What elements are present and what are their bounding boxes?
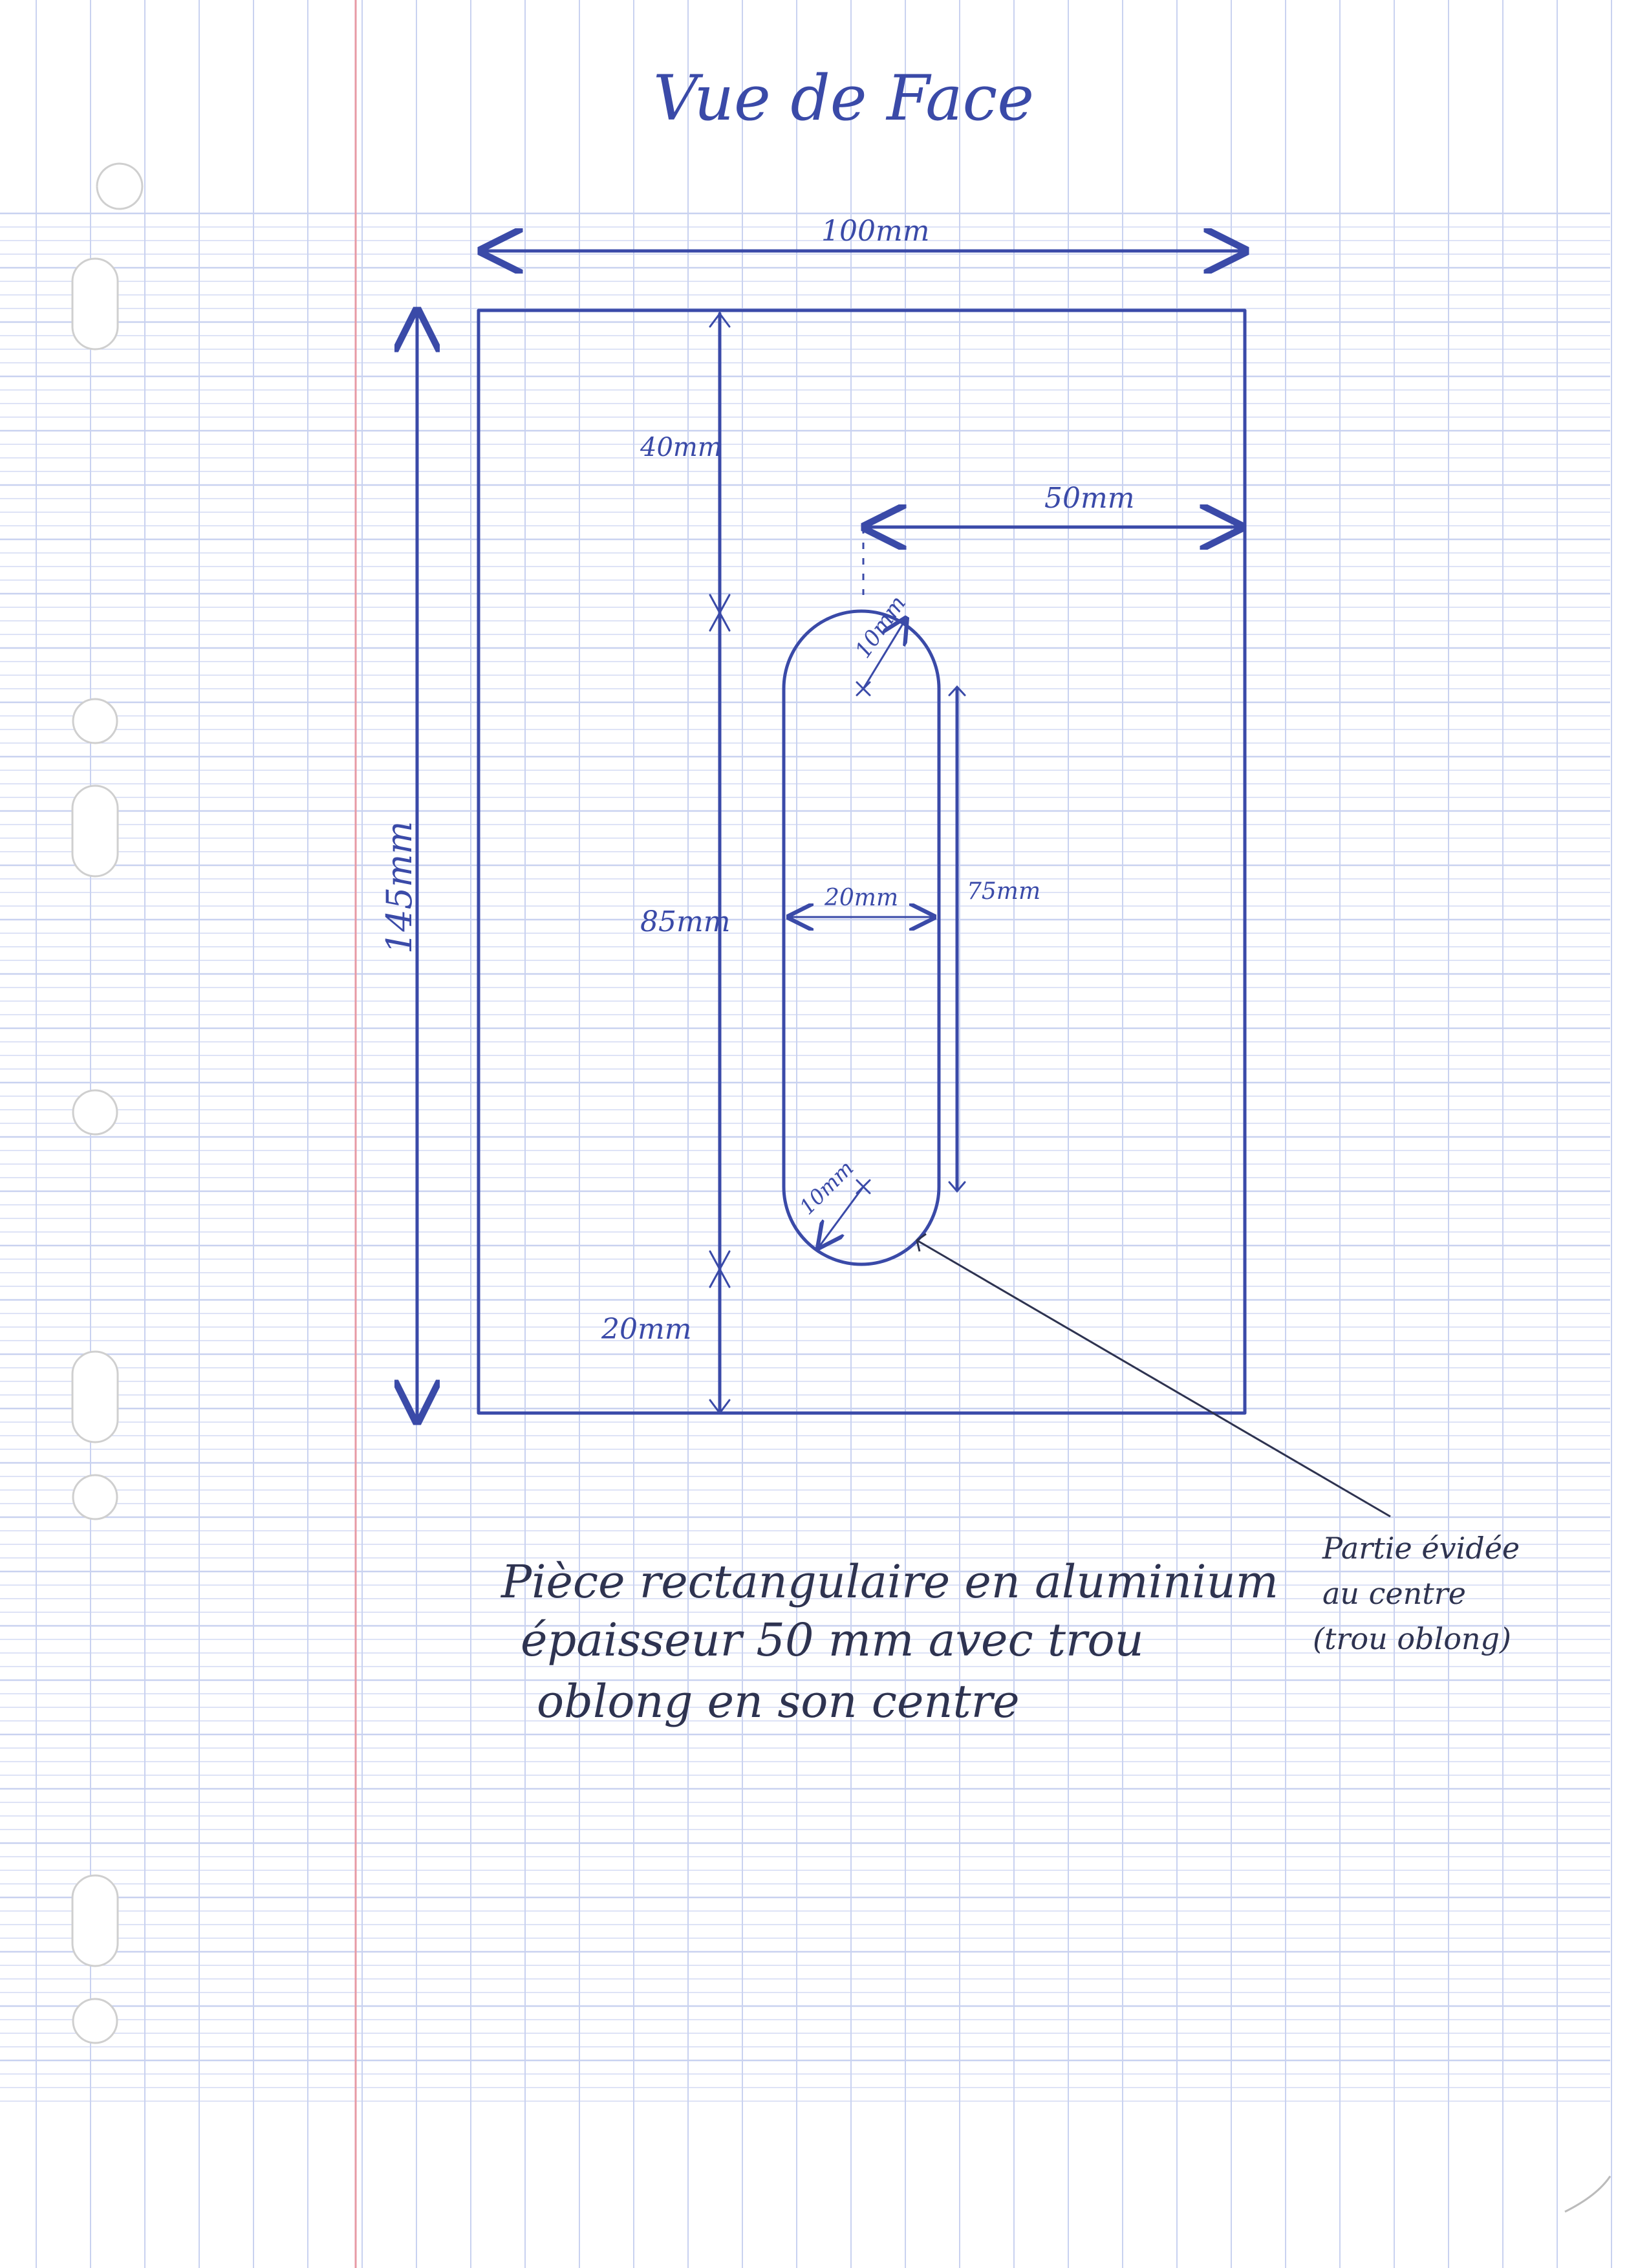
- callout-line-2: au centre: [1322, 1576, 1466, 1611]
- punch-hole: [71, 1350, 119, 1443]
- top-center-mark: [856, 681, 871, 697]
- callout-line-3: (trou oblong): [1313, 1621, 1511, 1656]
- top-radius-line: [862, 618, 907, 690]
- paper-grid: [0, 0, 1612, 2268]
- description-line-2: épaisseur 50 mm avec trou: [521, 1614, 1144, 1667]
- slot-width-label: 20mm: [824, 885, 898, 911]
- bottom-radius-label: 10mm: [795, 1156, 859, 1220]
- top-radius-label: 10mm: [850, 591, 912, 663]
- height-dimension-label: 145mm: [379, 821, 420, 954]
- bottom-offset-label: 20mm: [601, 1313, 691, 1346]
- slot-length-label: 75mm: [967, 878, 1040, 905]
- description-line-3: oblong en son centre: [537, 1675, 1020, 1728]
- chain-tick-bottom: [709, 1250, 731, 1288]
- punch-hole: [72, 1474, 118, 1520]
- top-offset-label: 40mm: [640, 433, 722, 462]
- part-outline: [477, 308, 1247, 1415]
- right-offset-label: 50mm: [1044, 482, 1134, 515]
- chain-tick-top: [709, 594, 731, 632]
- punch-hole: [72, 1089, 118, 1136]
- binder-holes: [71, 162, 144, 2044]
- punch-hole: [96, 162, 144, 210]
- punch-hole: [71, 784, 119, 878]
- callout-leader: [916, 1239, 1391, 1518]
- callout-arrowhead: [916, 1233, 927, 1252]
- slot-zone-label: 85mm: [640, 905, 730, 938]
- chain-arrow-top: [709, 312, 731, 328]
- page-curl: [1564, 2176, 1611, 2213]
- chain-arrow-bottom: [709, 1399, 731, 1415]
- view-title: Vue de Face: [653, 62, 1034, 135]
- bottom-radius-line: [818, 1185, 865, 1248]
- bottom-center-mark: [856, 1179, 871, 1194]
- punch-hole: [71, 257, 119, 351]
- slot-length-arrow-top: [948, 685, 966, 697]
- punch-hole: [71, 1874, 119, 1967]
- width-dimension-label: 100mm: [821, 215, 929, 248]
- punch-hole: [72, 698, 118, 744]
- slot-length-arrow-bottom: [948, 1181, 966, 1193]
- punch-hole: [72, 1998, 118, 2044]
- description-line-1: Pièce rectangulaire en aluminium: [500, 1555, 1278, 1608]
- callout-line-1: Partie évidée: [1322, 1531, 1520, 1566]
- oblong-slot: [782, 609, 941, 1266]
